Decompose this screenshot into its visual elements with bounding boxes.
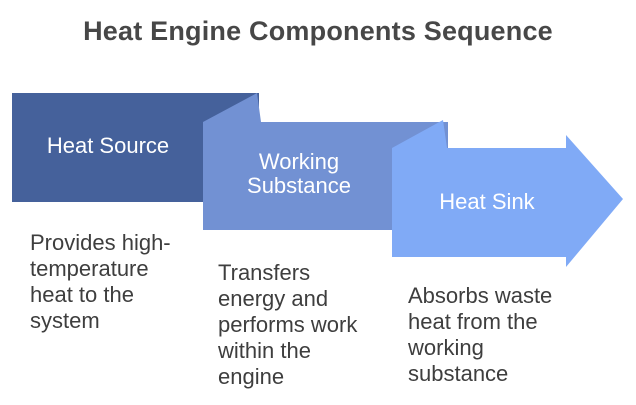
stage1-description: Provides high- temperature heat to the s… (30, 230, 171, 333)
stage2-description: Transfers energy and performs work withi… (218, 260, 358, 389)
stage1-heat-source-shape (12, 93, 259, 202)
stage2-label: Working Substance (247, 149, 351, 198)
stage2-working-substance-shape (203, 93, 448, 230)
stage3-heat-sink-arrow-shape (392, 120, 623, 267)
stage3-label: Heat Sink (439, 189, 535, 214)
stage1-label: Heat Source (46, 133, 170, 158)
diagram-title: Heat Engine Components Sequence (83, 16, 553, 46)
stage3-description: Absorbs waste heat from the working subs… (408, 283, 553, 386)
